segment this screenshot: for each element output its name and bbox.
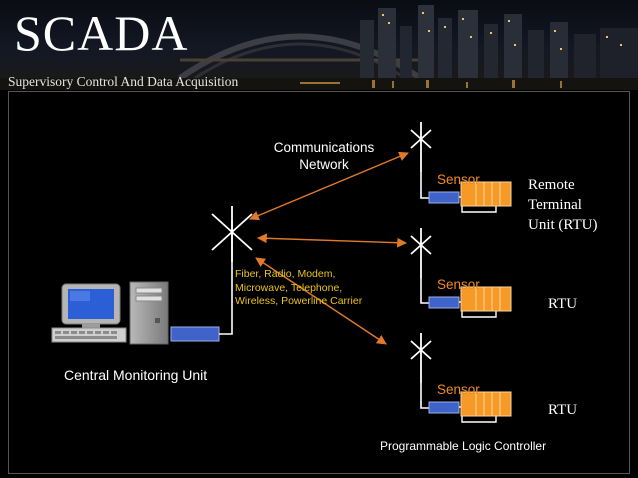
sensor-label-1: Sensor bbox=[437, 172, 480, 187]
slide-subtitle: Supervisory Control And Data Acquisition bbox=[8, 74, 239, 89]
rtu-label-2: RTU bbox=[548, 296, 578, 312]
link-arrow-top bbox=[249, 151, 409, 221]
rtu-3-antenna-icon bbox=[410, 333, 432, 383]
rtu-3 bbox=[410, 333, 512, 423]
computer-monitor-icon bbox=[51, 283, 127, 343]
sensor-label-2: Sensor bbox=[437, 277, 480, 292]
slide-title: SCADA bbox=[14, 5, 189, 61]
sensor-label-3: Sensor bbox=[437, 382, 480, 397]
programmable-logic-controller-label: Programmable Logic Controller bbox=[380, 439, 547, 453]
rtu-1 bbox=[410, 122, 512, 213]
rtu-1-antenna-icon bbox=[410, 122, 432, 172]
transmission-media-label: Fiber, Radio, Modem, Microwave, Telephon… bbox=[235, 268, 363, 307]
computer-tower-icon bbox=[129, 281, 169, 345]
central-modem-connector bbox=[170, 326, 220, 342]
header-banner: SCADA Supervisory Control And Data Acqui… bbox=[0, 0, 638, 90]
city-skyline-image bbox=[0, 5, 638, 90]
communications-network-label: Communications Network bbox=[273, 140, 375, 172]
rtu-label-3: RTU bbox=[548, 402, 578, 418]
remote-terminal-unit-label: Remote Terminal Unit (RTU) bbox=[528, 177, 598, 233]
rtu-2 bbox=[410, 228, 512, 318]
link-arrow-bottom bbox=[255, 257, 387, 345]
rtu-2-antenna-icon bbox=[410, 228, 432, 278]
central-antenna-icon bbox=[211, 206, 253, 262]
central-monitoring-unit-label: Central Monitoring Unit bbox=[64, 367, 208, 383]
link-arrow-middle bbox=[257, 233, 407, 248]
